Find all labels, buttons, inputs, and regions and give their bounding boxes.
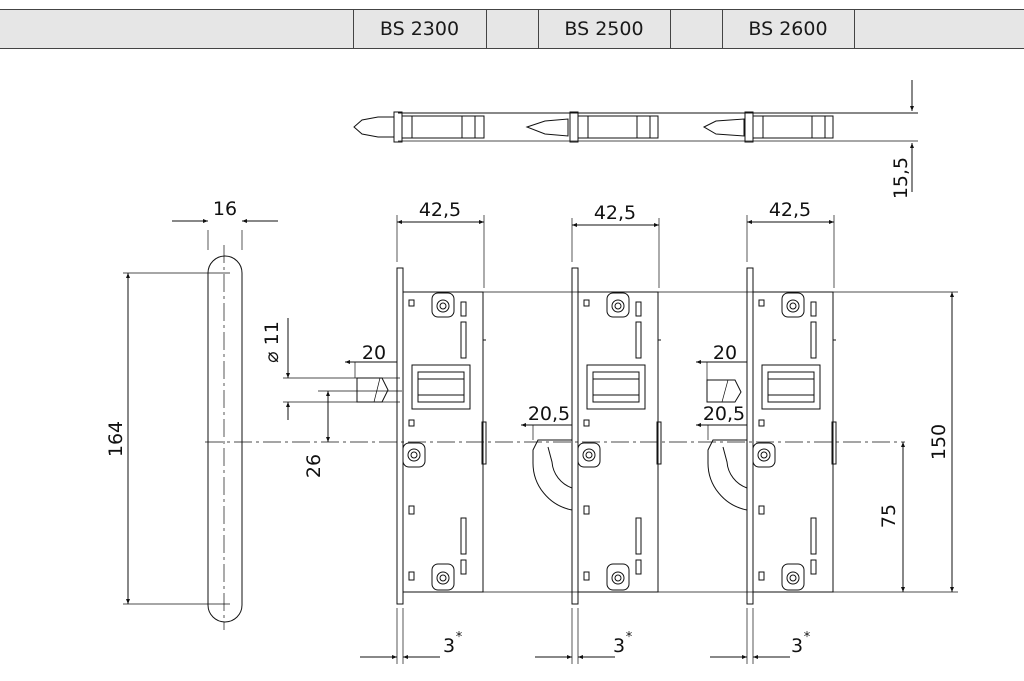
header-cell-bs2500 xyxy=(538,10,670,48)
latch-bs2300 xyxy=(354,362,389,403)
label-pin-diameter: ⌀ 11 xyxy=(261,321,283,363)
model-label-bs2600: BS 2600 xyxy=(748,18,828,40)
label-height-total: 150 xyxy=(928,424,950,460)
label-body-width: 42,5 xyxy=(594,202,636,224)
label-pin-length: 20 xyxy=(713,342,737,364)
label-body-width: 42,5 xyxy=(419,199,461,221)
top-view-bs2600 xyxy=(702,111,834,143)
header-cell-bs2300 xyxy=(353,10,486,48)
label-faceplate-note: * xyxy=(456,630,463,645)
label-body-width: 42,5 xyxy=(769,199,811,221)
label-hook-width: 20,5 xyxy=(528,403,570,425)
handle-drawing xyxy=(123,219,278,630)
label-hook-width: 20,5 xyxy=(703,403,745,425)
header-spacer xyxy=(486,10,538,48)
label-top-thickness: 15,5 xyxy=(890,157,912,199)
label-height-lower: 75 xyxy=(878,504,900,528)
top-view-bs2300 xyxy=(353,111,485,143)
dim-latch xyxy=(345,360,747,440)
top-view-bs2500 xyxy=(525,111,659,143)
dim-body-width xyxy=(396,215,835,288)
model-header-bar: BS 2300 BS 2500 BS 2600 xyxy=(0,9,1024,49)
lock-body-bs2300 xyxy=(396,267,487,605)
header-spacer xyxy=(670,10,722,48)
label-handle-length: 164 xyxy=(105,421,127,457)
header-cell-bs2600 xyxy=(722,10,854,48)
model-label-bs2300: BS 2300 xyxy=(379,18,460,40)
label-handle-width: 16 xyxy=(213,198,237,220)
hook-bs2500 xyxy=(532,439,573,511)
label-faceplate: 3 xyxy=(443,635,455,657)
label-faceplate-note: * xyxy=(804,630,811,645)
dim-faceplate xyxy=(360,608,790,664)
dim-height xyxy=(470,291,958,593)
header-spacer xyxy=(854,10,1024,48)
label-pin-offset: 26 xyxy=(303,454,325,478)
label-faceplate: 3 xyxy=(613,635,625,657)
top-view-strip xyxy=(353,111,918,143)
label-faceplate-note: * xyxy=(626,630,633,645)
hook-bs2600 xyxy=(706,379,748,511)
model-label-bs2500: BS 2500 xyxy=(564,18,644,40)
label-faceplate: 3 xyxy=(791,635,803,657)
label-pin-length: 20 xyxy=(362,342,386,364)
